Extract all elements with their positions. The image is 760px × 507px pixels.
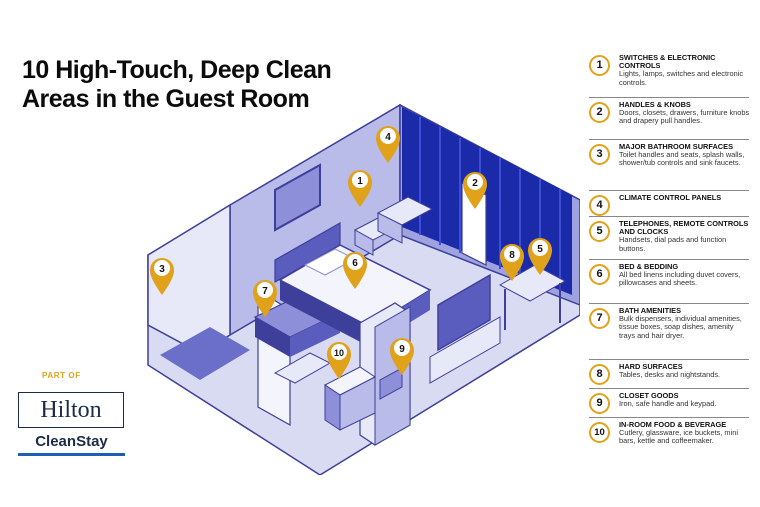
hilton-cleanstay-logo: Hilton CleanStay bbox=[18, 392, 128, 456]
pin-3: 3 bbox=[150, 258, 174, 295]
legend-item-desc: Bulk dispensers, individual amenities, t… bbox=[619, 314, 742, 340]
legend-item: 10 IN-ROOM FOOD & BEVERAGE Cutlery, glas… bbox=[589, 419, 749, 471]
legend-number-badge: 8 bbox=[589, 364, 610, 385]
legend-item-title: CLIMATE CONTROL PANELS bbox=[619, 193, 722, 202]
legend-item: 1 SWITCHES & ELECTRONIC CONTROLS Lights,… bbox=[589, 52, 749, 98]
pin-4-label: 4 bbox=[385, 132, 391, 143]
shower-floor bbox=[160, 327, 250, 380]
pin-7: 7 bbox=[253, 280, 277, 317]
safe bbox=[379, 367, 403, 400]
legend-item-desc: Doors, closets, drawers, furniture knobs… bbox=[619, 108, 750, 126]
legend-item: 8 HARD SURFACES Tables, desks and nights… bbox=[589, 361, 749, 389]
title-line-2: Areas in the Guest Room bbox=[22, 85, 310, 113]
part-of-label: PART OF bbox=[42, 371, 81, 380]
legend-number-badge: 3 bbox=[589, 144, 610, 165]
legend-item-desc: Cutlery, glassware, ice buckets, mini ba… bbox=[619, 428, 738, 446]
legend-item: 2 HANDLES & KNOBS Doors, closets, drawer… bbox=[589, 99, 749, 140]
hilton-wordmark: Hilton bbox=[18, 392, 124, 428]
legend-item-desc: Handsets, dial pads and function buttons… bbox=[619, 235, 727, 253]
legend-item-desc: Iron, safe handle and keypad. bbox=[619, 399, 717, 409]
pin-3-label: 3 bbox=[159, 264, 165, 275]
pin-2: 2 bbox=[463, 172, 487, 209]
page-title: 10 High-Touch, Deep Clean Areas in the G… bbox=[22, 56, 402, 114]
pin-6-label: 6 bbox=[352, 258, 358, 269]
legend-number-badge: 10 bbox=[589, 422, 610, 443]
tv-console bbox=[429, 316, 501, 384]
pin-8: 8 bbox=[500, 244, 524, 281]
room-illustration: 1 2 3 4 5 6 7 8 9 10 bbox=[147, 103, 580, 475]
pin-5-label: 5 bbox=[537, 244, 543, 255]
legend-item-title: HANDLES & KNOBS bbox=[619, 100, 691, 109]
pin-2-label: 2 bbox=[472, 178, 478, 189]
legend-item-title: CLOSET GOODS bbox=[619, 391, 679, 400]
legend-item: 7 BATH AMENITIES Bulk dispensers, indivi… bbox=[589, 305, 749, 360]
pin-10-label: 10 bbox=[334, 348, 344, 358]
legend-item: 6 BED & BEDDING All bed linens including… bbox=[589, 261, 749, 304]
title-line-1: 10 High-Touch, Deep Clean bbox=[22, 56, 332, 84]
legend-item-desc: Toilet handles and seats, splash walls, … bbox=[619, 150, 745, 168]
legend-item: 3 MAJOR BATHROOM SURFACES Toilet handles… bbox=[589, 141, 749, 191]
legend-item-desc: Lights, lamps, switches and electronic c… bbox=[619, 69, 744, 87]
desk bbox=[498, 264, 567, 302]
legend-item-title: BED & BEDDING bbox=[619, 262, 679, 271]
tv bbox=[437, 273, 491, 352]
legend-number-badge: 2 bbox=[589, 102, 610, 123]
cleanstay-wordmark: CleanStay bbox=[18, 433, 125, 456]
legend-item-title: HARD SURFACES bbox=[619, 362, 683, 371]
legend-number-badge: 5 bbox=[589, 221, 610, 242]
legend-number-badge: 9 bbox=[589, 393, 610, 414]
pin-10: 10 bbox=[327, 342, 351, 379]
pin-9-label: 9 bbox=[399, 344, 405, 355]
legend-item-desc: All bed linens including duvet covers, p… bbox=[619, 270, 741, 288]
legend-item-title: TELEPHONES, REMOTE CONTROLS AND CLOCKS bbox=[619, 219, 749, 237]
pin-7-label: 7 bbox=[262, 286, 268, 297]
wall-picture bbox=[274, 163, 321, 232]
legend-number-badge: 1 bbox=[589, 55, 610, 76]
legend-number-badge: 6 bbox=[589, 264, 610, 285]
legend-number-badge: 7 bbox=[589, 308, 610, 329]
legend-item: 9 CLOSET GOODS Iron, safe handle and key… bbox=[589, 390, 749, 418]
legend-item-desc: Tables, desks and nightstands. bbox=[619, 370, 721, 380]
legend-item-title: BATH AMENITIES bbox=[619, 306, 681, 315]
legend-item-title: SWITCHES & ELECTRONIC CONTROLS bbox=[619, 53, 716, 71]
legend-item: 5 TELEPHONES, REMOTE CONTROLS AND CLOCKS… bbox=[589, 218, 749, 260]
legend-item: 4 CLIMATE CONTROL PANELS bbox=[589, 192, 749, 217]
legend-number-badge: 4 bbox=[589, 195, 610, 216]
pin-5: 5 bbox=[528, 238, 552, 275]
pin-9: 9 bbox=[390, 338, 414, 375]
pin-1: 1 bbox=[348, 170, 372, 207]
legend-item-title: IN-ROOM FOOD & BEVERAGE bbox=[619, 420, 727, 429]
pin-1-label: 1 bbox=[357, 176, 363, 187]
pin-6: 6 bbox=[343, 252, 367, 289]
pin-8-label: 8 bbox=[509, 250, 515, 261]
pin-4: 4 bbox=[376, 126, 400, 163]
legend-item-title: MAJOR BATHROOM SURFACES bbox=[619, 142, 734, 151]
